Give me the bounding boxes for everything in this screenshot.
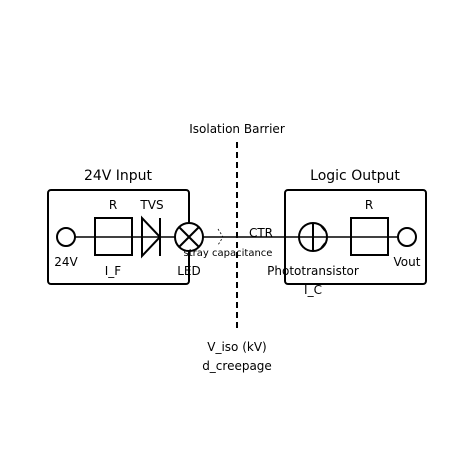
output-current-label: I_C: [304, 283, 322, 297]
barrier-label: Isolation Barrier: [189, 122, 285, 136]
barrier-voltage-label: V_iso (kV): [207, 340, 266, 354]
output-terminal-icon: [397, 227, 417, 247]
tvs-label: TVS: [139, 198, 163, 212]
stray-capacitance-icon: [217, 228, 224, 246]
input-current-label: I_F: [105, 264, 122, 278]
stray-capacitance-label: stray capacitance: [184, 248, 273, 259]
ctr-label: CTR: [249, 226, 273, 240]
input-terminal-icon: [56, 227, 76, 247]
input-block-title: 24V Input: [84, 168, 153, 184]
phototransistor-label: Phototransistor: [267, 264, 359, 278]
barrier-creepage-label: d_creepage: [202, 359, 272, 373]
input-resistor-label: R: [109, 198, 117, 212]
tvs-diode-icon: [141, 215, 162, 259]
phototransistor-icon: [298, 222, 328, 252]
input-terminal-label: 24V: [54, 255, 78, 269]
output-block-title: Logic Output: [310, 168, 400, 184]
output-resistor-icon: [350, 217, 389, 256]
led-label: LED: [177, 264, 201, 278]
output-terminal-label: Vout: [394, 255, 421, 269]
output-resistor-label: R: [365, 198, 373, 212]
output-block-frame: [284, 189, 427, 285]
input-resistor-icon: [94, 217, 133, 256]
led-icon: [174, 222, 204, 252]
